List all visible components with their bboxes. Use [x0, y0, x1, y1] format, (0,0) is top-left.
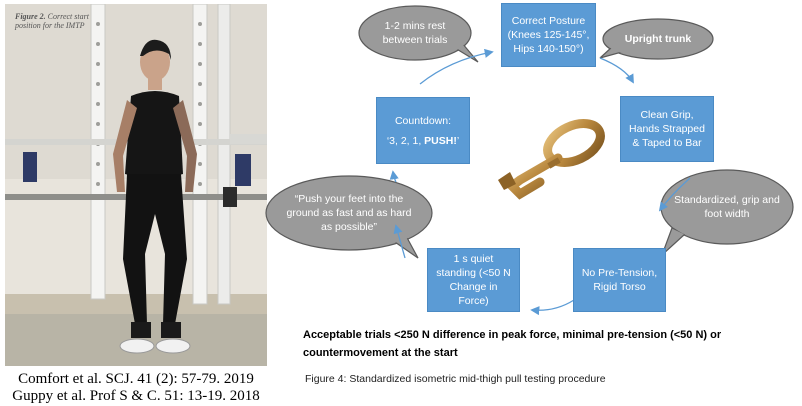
bubble-upright-shape	[599, 18, 714, 60]
bubble-upright-trunk: Upright trunk	[624, 33, 692, 45]
box-no-pretension: No Pre-Tension, Rigid Torso	[573, 248, 666, 312]
arrow-quiet-to-countdown	[393, 224, 406, 259]
bubble-rest-shape	[358, 5, 479, 63]
box-quiet-standing: 1 s quiet standing (<50 N Change in Forc…	[427, 248, 520, 312]
athlete-photo: Figure 2. Correct start position for the…	[5, 4, 267, 366]
arrow-pretension-to-quiet	[530, 299, 575, 316]
box-countdown: Countdown: ‘3, 2, 1, PUSH!’	[376, 97, 470, 164]
bubble-grip-foot-width: Standardized, grip and foot width	[674, 194, 780, 220]
arrow-grip-to-pretension	[658, 177, 691, 212]
athlete-photo-illustration	[5, 4, 267, 366]
arrow-countdown-to-posture	[419, 48, 494, 85]
figure-caption: Figure 4: Standardized isometric mid-thi…	[305, 373, 606, 385]
arrow-countdown-loop	[389, 170, 399, 183]
citation-guppy: Guppy et al. Prof S & C. 51: 13-19. 2018	[12, 388, 260, 404]
box-clean-grip: Clean Grip, Hands Strapped & Taped to Ba…	[620, 96, 714, 162]
photo-figure-caption: Figure 2. Correct start position for the…	[15, 12, 89, 30]
bubble-rest: 1-2 mins rest between trials	[382, 20, 448, 46]
bubble-push-cue-shape	[265, 175, 433, 259]
arrow-posture-to-grip	[599, 57, 634, 84]
bubble-push-cue: “Push your feet into the ground as fast …	[286, 193, 412, 233]
success-key-icon	[498, 119, 605, 200]
countdown-title: Countdown:	[394, 114, 452, 127]
acceptable-trials-text: Acceptable trials <250 N difference in p…	[303, 329, 722, 359]
box-correct-posture: Correct Posture (Knees 125-145°, Hips 14…	[501, 3, 596, 67]
countdown-sequence: ‘3, 2, 1, PUSH!’	[386, 134, 460, 147]
bubble-grip-width-shape	[660, 169, 794, 256]
citation-comfort: Comfort et al. SCJ. 41 (2): 57-79. 2019	[18, 371, 254, 387]
